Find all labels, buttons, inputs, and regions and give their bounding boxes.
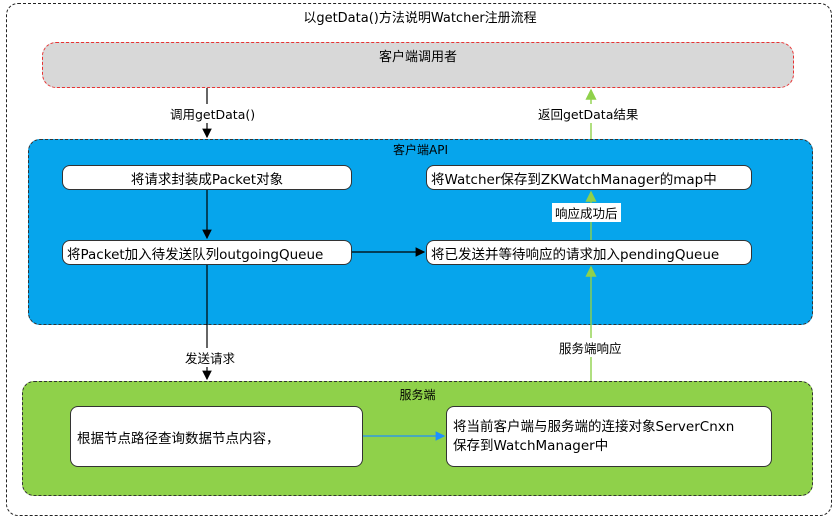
label-server-response: 服务端响应 <box>557 338 624 357</box>
outer-frame <box>6 3 832 516</box>
server-label: 服务端 <box>399 388 436 402</box>
client-api-label: 客户端API <box>393 143 448 157</box>
node-encapsulate-packet: 将请求封装成Packet对象 <box>62 165 352 190</box>
label-send-request: 发送请求 <box>183 348 238 367</box>
node-save-servercnxn-line1: 将当前客户端与服务端的连接对象ServerCnxn <box>453 418 735 435</box>
node-add-outgoing-queue: 将Packet加入待发送队列outgoingQueue <box>62 240 352 265</box>
caller-label: 客户端调用者 <box>378 50 457 65</box>
node-query-data: 根据节点路径查询数据节点内容， <box>70 406 363 467</box>
node-add-pending-queue: 将已发送并等待响应的请求加入pendingQueue <box>426 240 752 265</box>
node-save-watcher: 将Watcher保存到ZKWatchManager的map中 <box>426 165 752 190</box>
node-save-servercnxn-line2: 保存到WatchManager中 <box>453 437 609 454</box>
label-return-getdata: 返回getData结果 <box>536 104 641 123</box>
label-on-success: 响应成功后 <box>552 203 621 222</box>
diagram-title: 以getData()方法说明Watcher注册流程 <box>303 11 537 26</box>
node-save-servercnxn: 将当前客户端与服务端的连接对象ServerCnxn 保存到WatchManage… <box>446 406 772 467</box>
caller-container <box>42 42 794 88</box>
label-call-getdata: 调用getData() <box>168 104 258 123</box>
